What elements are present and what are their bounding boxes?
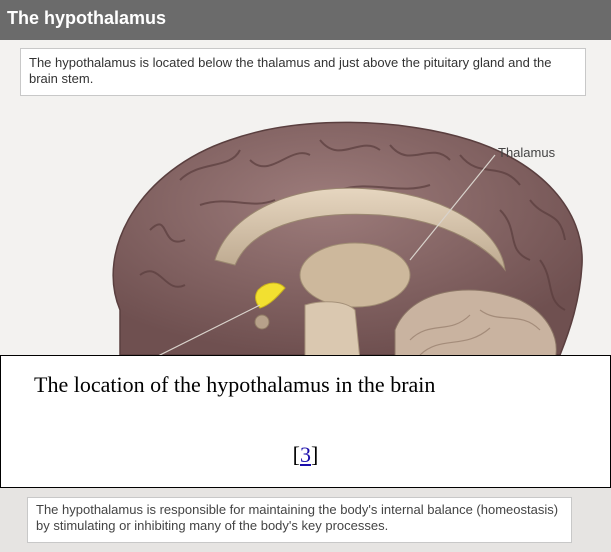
page-title: The hypothalamus (0, 0, 611, 36)
caption-text: The location of the hypothalamus in the … (34, 372, 435, 398)
brain-svg (0, 100, 611, 355)
ref-open-bracket: [ (293, 442, 300, 467)
ref-close-bracket: ] (311, 442, 318, 467)
figure-caption: The location of the hypothalamus in the … (0, 355, 611, 488)
page-header: The hypothalamus (0, 0, 611, 40)
thalamus (300, 243, 410, 307)
outro-text-box: The hypothalamus is responsible for main… (27, 497, 572, 543)
pituitary-gland (255, 315, 269, 329)
reference-link[interactable]: 3 (300, 442, 311, 467)
brain-stem (305, 302, 360, 355)
caption-reference: [3] (1, 442, 610, 468)
thalamus-label: Thalamus (498, 145, 555, 160)
brain-illustration (0, 100, 611, 355)
intro-text-box: The hypothalamus is located below the th… (20, 48, 586, 96)
